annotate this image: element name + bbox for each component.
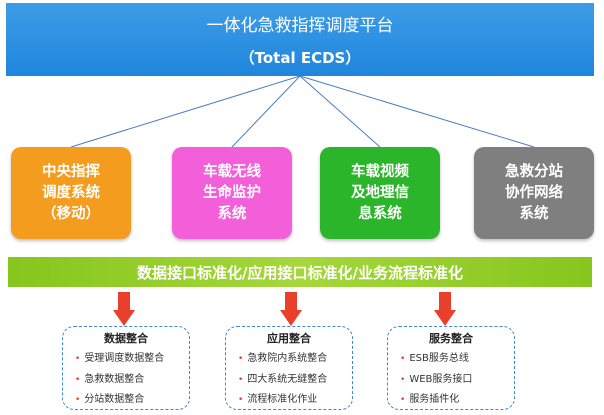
platform-title: 一体化急救指挥调度平台: [206, 16, 394, 36]
list-item: •四大系统无缝整合: [238, 370, 327, 391]
bullet-icon: •: [238, 374, 244, 385]
bullet-icon: •: [238, 395, 244, 405]
standardization-bar: 数据接口标准化/应用接口标准化/业务流程标准化: [8, 257, 592, 287]
system-card-life-monitoring: 车载无线 生命监护 系统: [172, 147, 292, 239]
integration-box-application: 应用整合 •急救院内系统整合 •四大系统无缝整合 •流程标准化作业: [225, 326, 353, 410]
integration-list: •ESB服务总线 •WEB服务接口 •服务插件化: [400, 349, 472, 411]
platform-title-bar: 一体化急救指挥调度平台 （Total ECDS）: [6, 3, 594, 76]
system-card-label: 急救分站 协作网络 系统: [505, 163, 563, 222]
connector-line-3: [299, 75, 381, 148]
connector-line-1: [70, 75, 301, 148]
system-card-label: 中央指挥 调度系统 （移动）: [42, 163, 100, 222]
bullet-icon: •: [75, 395, 81, 405]
system-card-central-dispatch: 中央指挥 调度系统 （移动）: [11, 147, 131, 239]
down-arrow-icon: [434, 292, 456, 328]
system-card-label: 车载无线 生命监护 系统: [203, 163, 261, 222]
bullet-icon: •: [75, 354, 81, 364]
list-item-text: 四大系统无缝整合: [247, 373, 328, 385]
integration-box-service: 服务整合 •ESB服务总线 •WEB服务接口 •服务插件化: [387, 326, 515, 410]
bullet-icon: •: [75, 374, 81, 385]
down-arrow-icon: [113, 292, 135, 328]
list-item: •受理调度数据整合: [75, 349, 164, 370]
list-item-text: 分站数据整合: [84, 394, 145, 405]
integration-list: •受理调度数据整合 •急救数据整合 •分站数据整合: [75, 349, 164, 411]
list-item: •流程标准化作业: [238, 390, 327, 411]
list-item: •急救数据整合: [75, 370, 164, 391]
integration-box-data: 数据整合 •受理调度数据整合 •急救数据整合 •分站数据整合: [62, 326, 190, 410]
system-card-substation-network: 急救分站 协作网络 系统: [474, 147, 594, 239]
bullet-icon: •: [400, 395, 406, 405]
list-item-text: 流程标准化作业: [247, 394, 318, 405]
connector-line-4: [299, 75, 535, 148]
system-card-video-gis: 车载视频 及地理信 息系统: [320, 147, 440, 239]
integration-title: 数据整合: [104, 332, 148, 345]
list-item-text: 受理调度数据整合: [84, 353, 165, 364]
bullet-icon: •: [238, 354, 244, 364]
list-item: •分站数据整合: [75, 390, 164, 411]
list-item-text: WEB服务接口: [409, 373, 473, 385]
list-item-text: 服务插件化: [409, 394, 460, 405]
list-item-text: ESB服务总线: [409, 353, 469, 364]
list-item-text: 急救数据整合: [84, 373, 145, 385]
integration-list: •急救院内系统整合 •四大系统无缝整合 •流程标准化作业: [238, 349, 327, 411]
list-item: •ESB服务总线: [400, 349, 472, 370]
bullet-icon: •: [400, 374, 406, 385]
connector-line-2: [231, 75, 301, 148]
list-item: •WEB服务接口: [400, 370, 472, 391]
platform-subtitle: （Total ECDS）: [239, 49, 361, 67]
list-item: •服务插件化: [400, 390, 472, 411]
bullet-icon: •: [400, 354, 406, 364]
integration-title: 应用整合: [267, 332, 311, 345]
list-item-text: 急救院内系统整合: [247, 353, 328, 364]
list-item: •急救院内系统整合: [238, 349, 327, 370]
system-card-label: 车载视频 及地理信 息系统: [351, 163, 409, 222]
down-arrow-icon: [280, 292, 302, 328]
integration-title: 服务整合: [429, 332, 473, 345]
